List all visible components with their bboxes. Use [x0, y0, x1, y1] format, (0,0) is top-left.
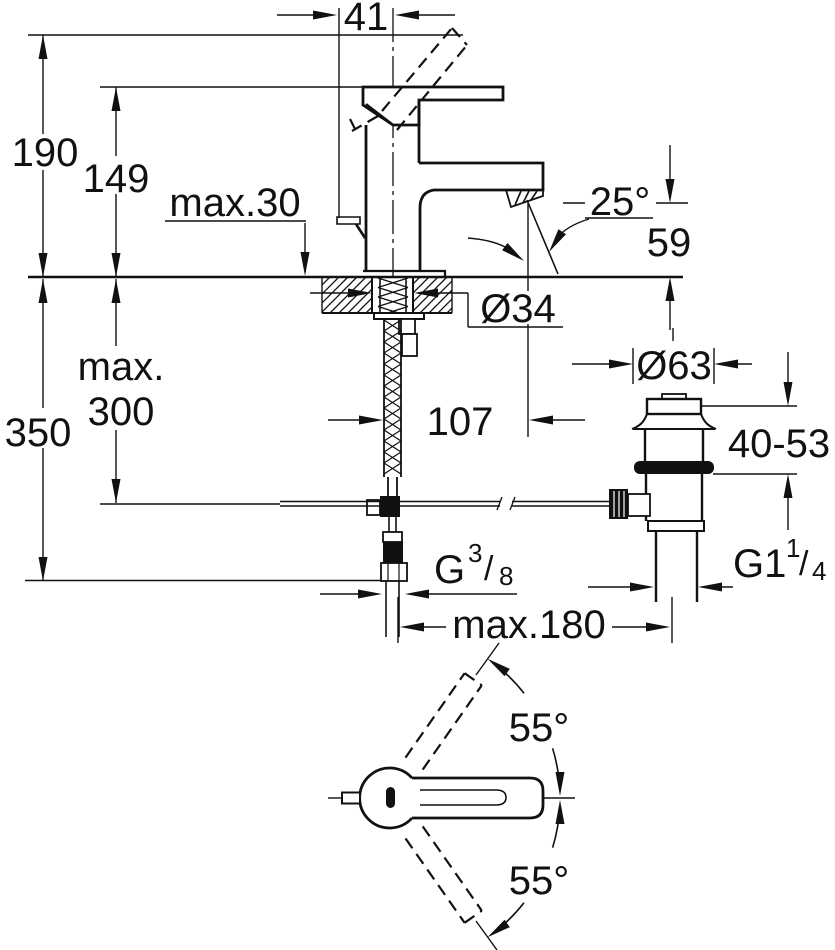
dim-lever-width: 41	[344, 0, 389, 39]
dimension-lines	[25, 8, 797, 950]
dim-waste-height-range: 40-53	[728, 422, 830, 466]
dim-below-max-value: 300	[88, 390, 155, 434]
dim-waste-diameter: Ø63	[636, 344, 712, 388]
dim-below-max-word: max.	[78, 345, 165, 389]
dim-swing-upper: 55°	[509, 706, 570, 750]
dim-deck-thickness: max.30	[169, 181, 300, 225]
dim-hose-reach: max.180	[452, 603, 605, 647]
label-masks	[6, 134, 563, 448]
lever-open-dashed	[349, 27, 468, 134]
dim-total-height: 190	[12, 131, 79, 175]
countertop	[28, 275, 683, 314]
dim-outlet-height: 59	[647, 221, 692, 265]
dimension-labels: 41 190 149 max.30 25° 59 Ø34 107 max. 30…	[5, 0, 831, 903]
faucet-top-view	[328, 766, 545, 830]
lever-swing-dashed	[404, 672, 483, 924]
dim-swing-lower: 55°	[509, 859, 570, 903]
dim-spout-reach: 107	[427, 400, 494, 444]
dim-waste-thread: G11/4	[733, 533, 826, 586]
dim-below-total: 350	[5, 411, 72, 455]
arrowheads	[38, 10, 793, 938]
pop-up-rod	[280, 496, 609, 511]
faucet-side-view	[336, 85, 559, 277]
pop-up-waste	[609, 393, 717, 602]
dim-hole-diameter: Ø34	[480, 287, 556, 331]
shank-and-hose	[366, 277, 425, 637]
dim-spout-angle: 25°	[590, 180, 651, 224]
dim-spout-height: 149	[83, 157, 150, 201]
